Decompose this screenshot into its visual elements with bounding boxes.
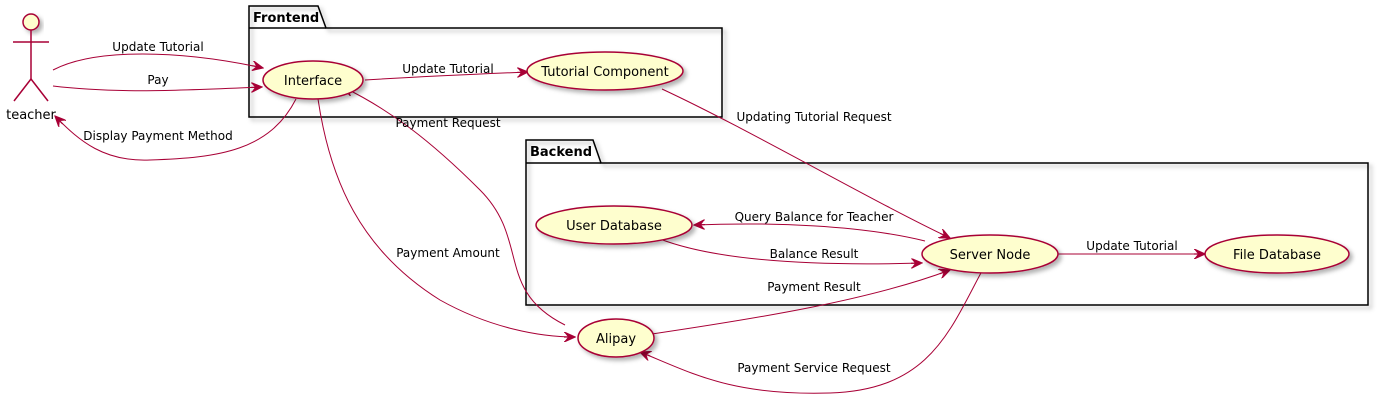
label-server-update-tutorial: Update Tutorial: [1086, 239, 1177, 253]
label-payment-result: Payment Result: [767, 280, 861, 294]
usecase-user-database: User Database: [535, 205, 693, 245]
usecase-user-database-label: User Database: [566, 219, 662, 234]
edge-payment-service-request: [640, 270, 983, 394]
label-interface-update-tutorial: Update Tutorial: [402, 62, 493, 76]
edge-teacher-pay: [52, 86, 262, 91]
actor-label: teacher: [6, 108, 56, 123]
usecase-file-database-label: File Database: [1233, 248, 1321, 263]
usecase-alipay-label: Alipay: [596, 332, 636, 347]
label-balance-result: Balance Result: [770, 247, 859, 261]
usecase-file-database: File Database: [1204, 234, 1350, 274]
usecase-server-node: Server Node: [921, 234, 1059, 274]
label-query-balance: Query Balance for Teacher: [735, 210, 894, 224]
edge-payment-request: [343, 87, 566, 326]
usecase-server-node-label: Server Node: [950, 248, 1031, 263]
actor-teacher: teacher: [6, 13, 57, 123]
edge-updating-tutorial-request: [661, 88, 950, 238]
edges: [52, 53, 1205, 394]
edge-payment-amount: [317, 98, 575, 337]
usecase-tutorial-component: Tutorial Component: [526, 51, 684, 91]
edge-balance-result: [659, 238, 922, 264]
label-payment-service-request: Payment Service Request: [737, 361, 891, 375]
label-display-payment-method: Display Payment Method: [83, 129, 232, 143]
usecase-alipay: Alipay: [577, 318, 655, 358]
edge-labels: Update Tutorial Pay Display Payment Meth…: [83, 40, 1177, 375]
edge-interface-update-tutorial: [364, 72, 528, 81]
frontend-package: Frontend: [248, 5, 723, 118]
label-payment-request: Payment Request: [395, 116, 500, 130]
usecase-tutorial-component-label: Tutorial Component: [540, 65, 668, 80]
backend-package-title: Backend: [530, 145, 592, 160]
edge-teacher-update-tutorial: [52, 53, 263, 70]
label-teacher-update-tutorial: Update Tutorial: [112, 40, 203, 54]
backend-package: Backend: [525, 139, 1369, 306]
label-updating-tutorial-request: Updating Tutorial Request: [736, 110, 891, 124]
edge-query-balance: [694, 224, 926, 242]
usecase-interface: Interface: [262, 60, 364, 100]
label-teacher-pay: Pay: [147, 73, 168, 87]
edge-payment-result: [651, 270, 950, 335]
stick-figure-icon: [13, 13, 49, 102]
usecase-interface-label: Interface: [284, 74, 342, 89]
frontend-package-title: Frontend: [253, 11, 319, 26]
edge-display-payment-method: [55, 98, 297, 161]
label-payment-amount: Payment Amount: [396, 246, 500, 260]
